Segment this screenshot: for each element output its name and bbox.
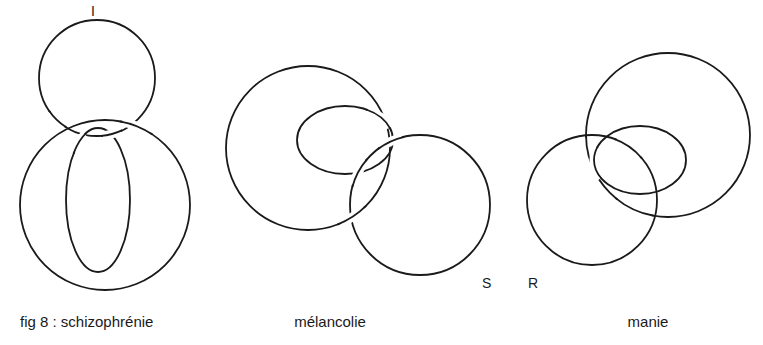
knot-label: R xyxy=(528,276,538,291)
knot-figure xyxy=(226,66,490,275)
figure-caption: manie xyxy=(628,314,669,331)
knot-label: S xyxy=(482,276,491,291)
figure-caption: mélancolie xyxy=(294,314,366,331)
knot-label: I xyxy=(91,4,95,19)
figure-caption: fig 8 : schizophrénie xyxy=(20,314,153,331)
knot-figure xyxy=(527,53,750,265)
knot-figure xyxy=(20,20,190,290)
